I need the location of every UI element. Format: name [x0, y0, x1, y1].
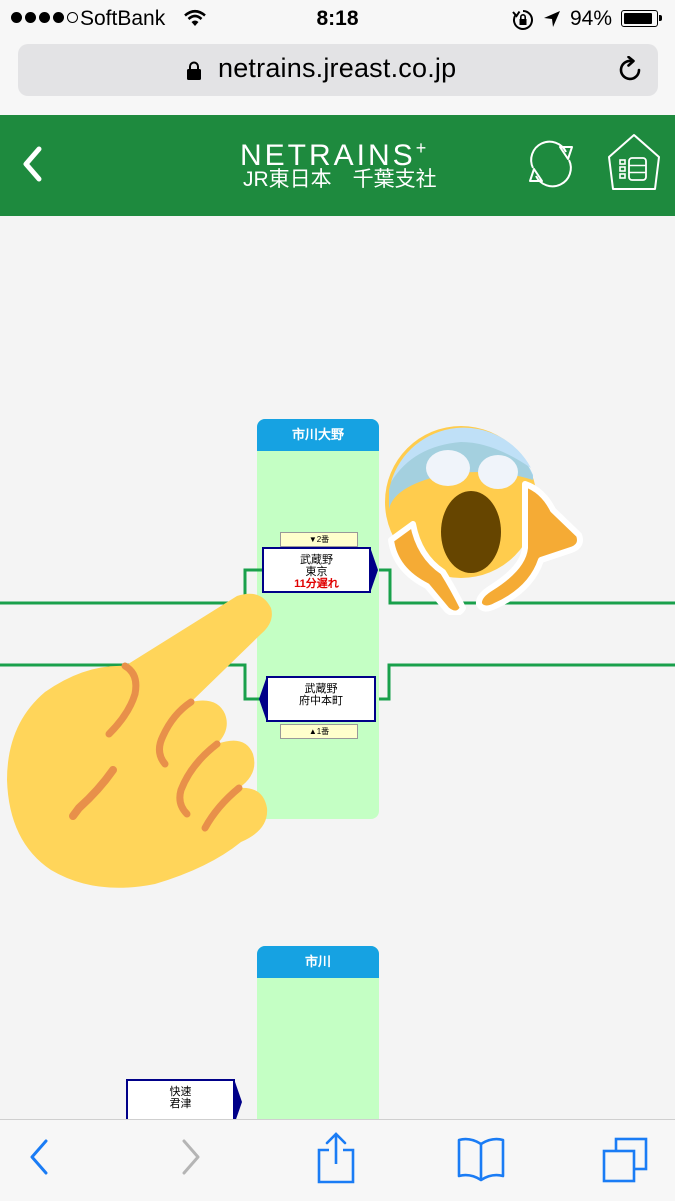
rotation-lock-icon	[512, 9, 534, 36]
home-menu-icon[interactable]	[606, 132, 662, 199]
direction-arrow-left-icon	[259, 676, 267, 722]
face-screaming-in-fear-emoji	[385, 426, 583, 615]
train-delay: 11分遅れ	[294, 578, 339, 590]
browser-forward-icon[interactable]	[178, 1135, 204, 1184]
address-bar[interactable]: netrains.jreast.co.jp	[18, 44, 658, 96]
station-column: 市川大野	[257, 419, 379, 819]
refresh-icon[interactable]	[522, 135, 580, 198]
battery-nub	[659, 15, 662, 21]
clock: 8:18	[316, 7, 359, 30]
lock-icon	[186, 61, 202, 86]
train-line: 武蔵野	[300, 554, 333, 566]
direction-arrow-right-icon	[370, 547, 378, 593]
reload-icon[interactable]	[618, 55, 644, 89]
browser-toolbar	[0, 1119, 675, 1201]
branch-subtitle: JR東日本 千葉支社	[243, 168, 437, 191]
train-location-map: 市川大野 ▼2番 ▲1番 武蔵野 東京 11分遅れ 武蔵野 府中本町 市川 快速…	[0, 216, 675, 1119]
train-card[interactable]: 武蔵野 東京 11分遅れ	[262, 547, 378, 593]
browser-address-area: netrains.jreast.co.jp	[0, 38, 675, 116]
train-card[interactable]: 快速 君津	[126, 1079, 242, 1119]
train-line: 武蔵野	[304, 683, 338, 695]
back-arrow-icon[interactable]	[20, 145, 44, 188]
battery-fill	[624, 13, 652, 24]
battery-icon	[621, 10, 662, 27]
location-arrow-icon	[543, 10, 561, 33]
pointing-hand-emoji	[7, 593, 272, 888]
train-line: 快速	[169, 1086, 192, 1098]
station-name[interactable]: 市川大野	[257, 419, 379, 451]
netrains-logo: NETRAINS+	[240, 132, 426, 172]
train-destination: 東京	[305, 566, 328, 578]
url-text[interactable]: netrains.jreast.co.jp	[218, 53, 457, 83]
tabs-icon[interactable]	[602, 1136, 648, 1189]
share-icon[interactable]	[316, 1132, 356, 1189]
train-destination: 君津	[169, 1098, 192, 1110]
bookmarks-icon[interactable]	[456, 1136, 506, 1187]
station-name[interactable]: 市川	[257, 946, 379, 978]
direction-arrow-right-icon	[234, 1079, 242, 1119]
browser-back-icon[interactable]	[26, 1135, 52, 1184]
train-card[interactable]: 武蔵野 府中本町	[259, 676, 376, 722]
platform-tag-down: ▲1番	[280, 724, 358, 739]
station-column: 市川	[257, 946, 379, 1119]
logo-text: NETRAINS	[240, 139, 416, 172]
logo-plus: +	[415, 138, 427, 158]
wifi-icon	[183, 9, 207, 32]
platform-tag-up: ▼2番	[280, 532, 358, 547]
train-destination: 府中本町	[299, 695, 343, 707]
battery-percent: 94%	[570, 7, 613, 30]
carrier-name: SoftBank	[80, 7, 166, 30]
signal-strength-icon	[11, 12, 78, 23]
status-bar: SoftBank 8:18 94%	[0, 0, 675, 38]
app-header: NETRAINS+ JR東日本 千葉支社	[0, 115, 675, 216]
